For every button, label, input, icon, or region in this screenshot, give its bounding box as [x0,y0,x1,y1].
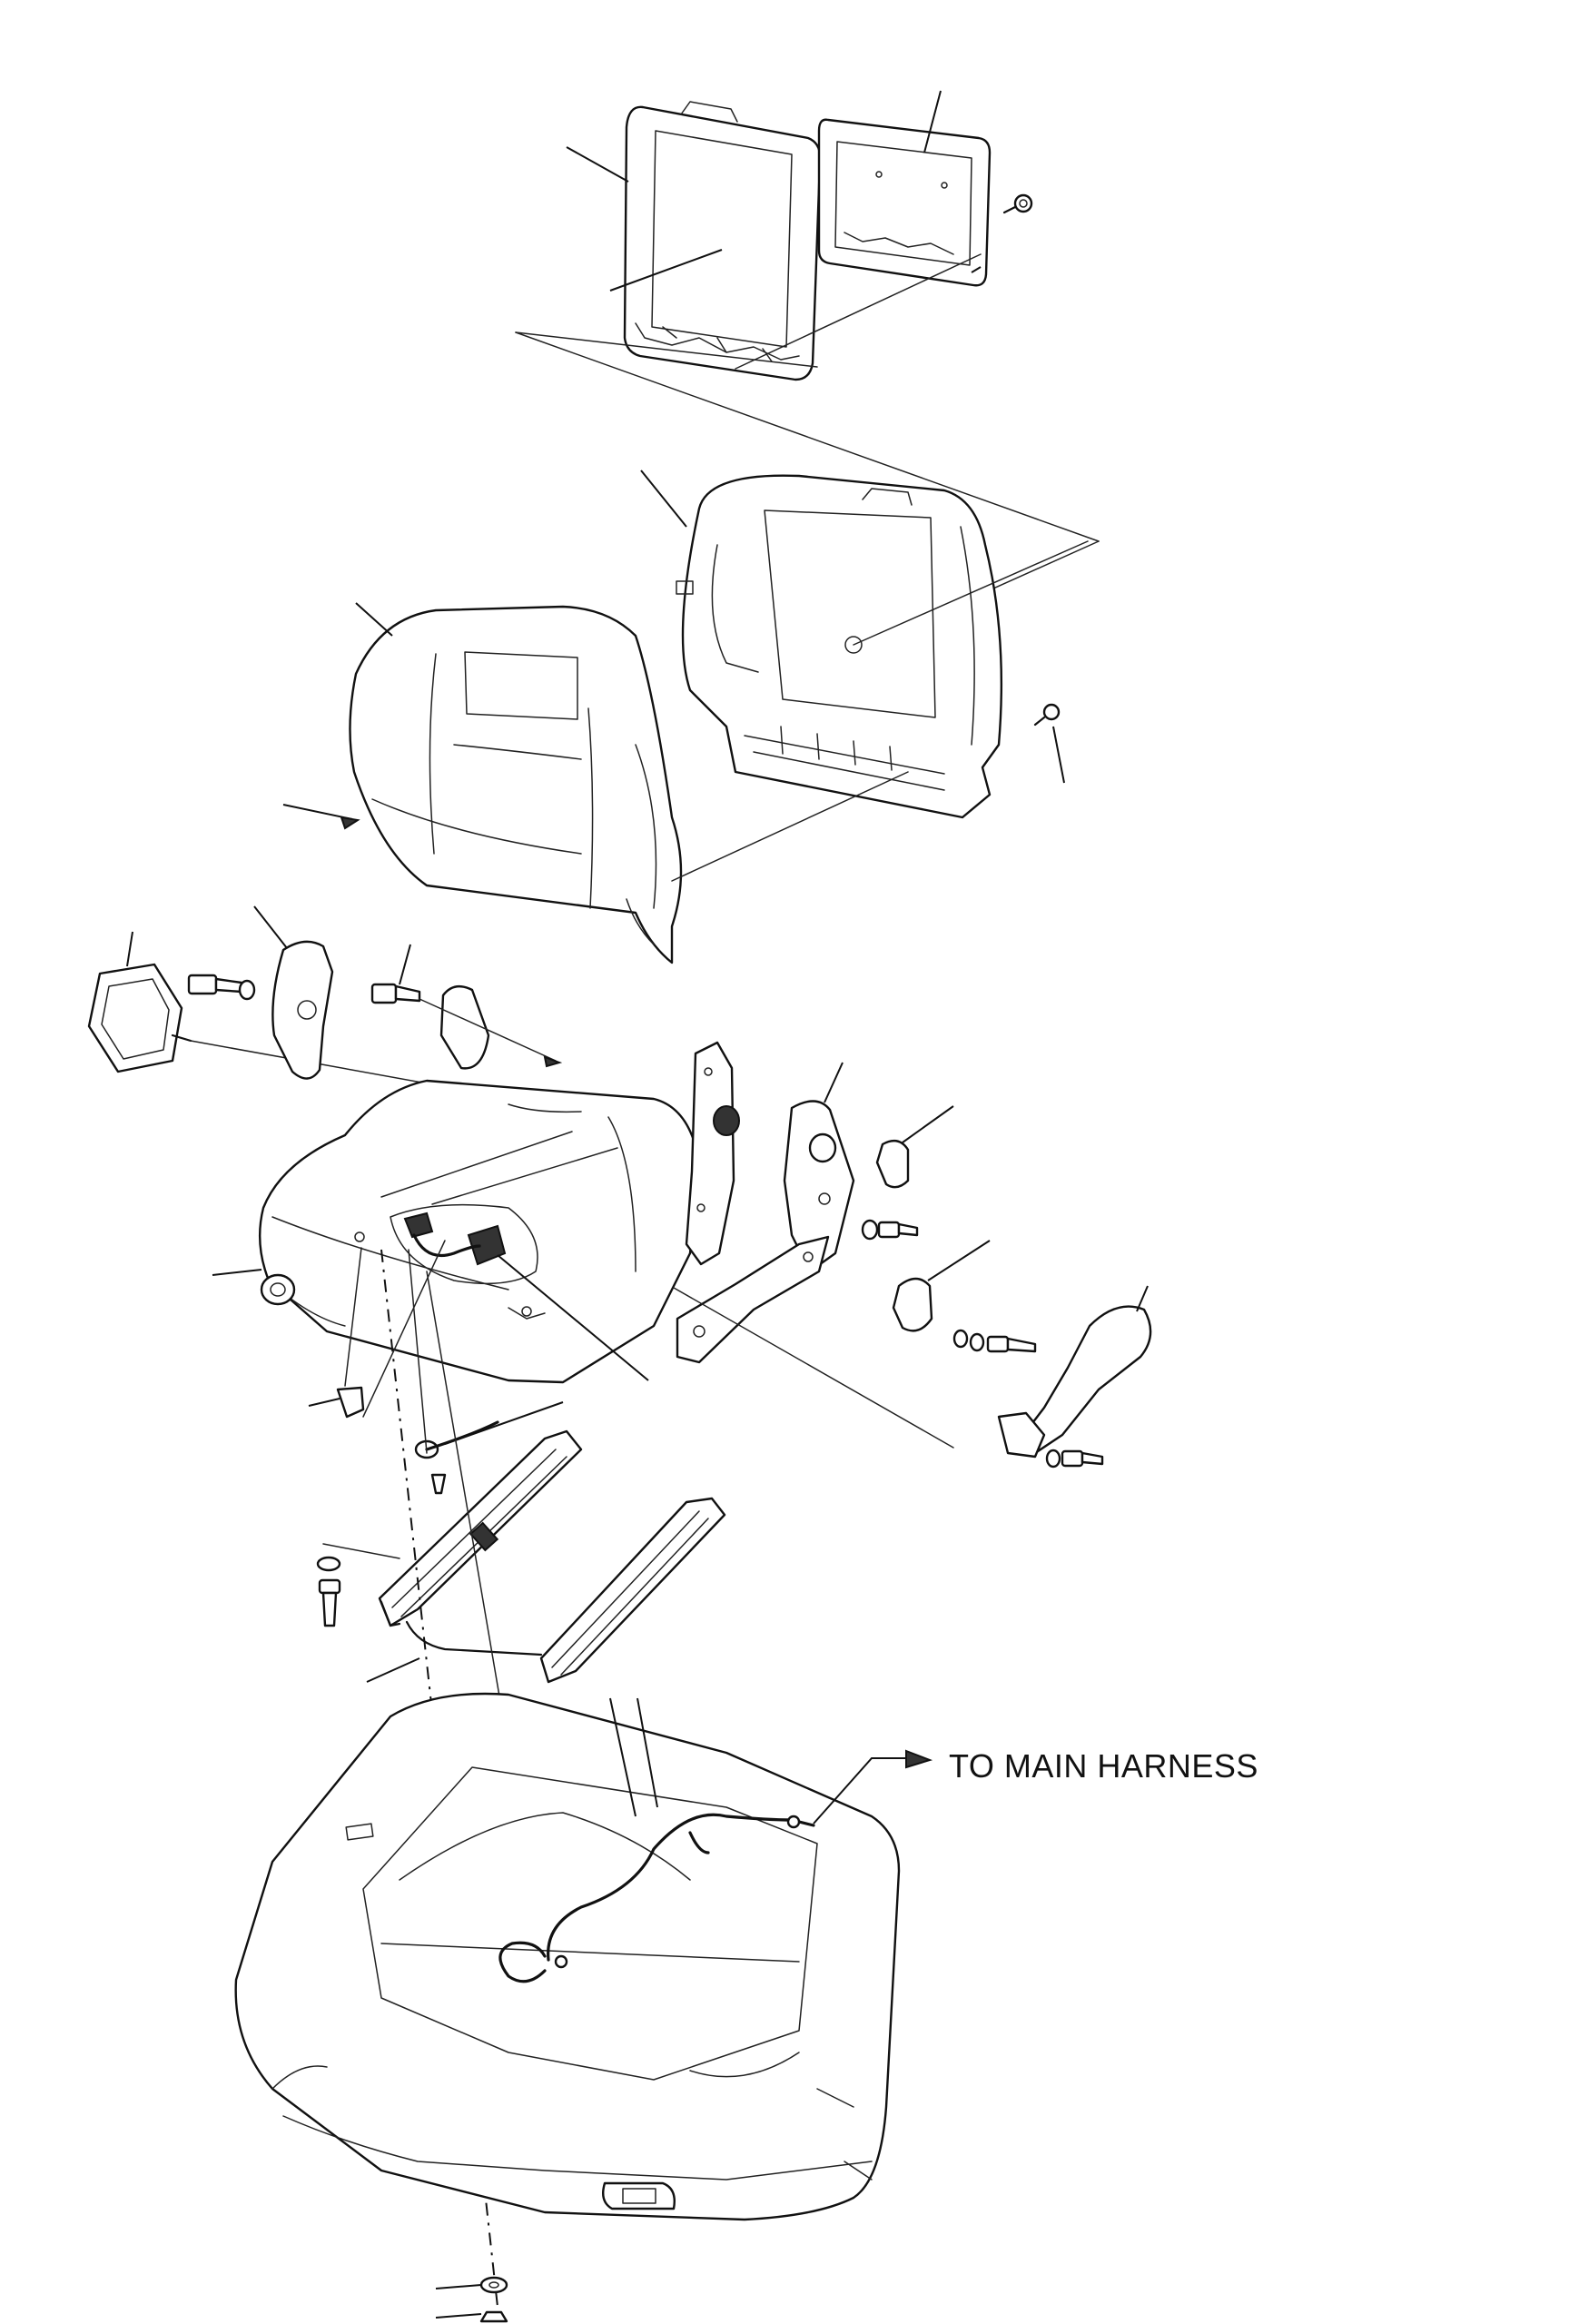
seat-back-frame [625,102,820,380]
leaders-cushion [283,603,908,881]
track-connector [416,1402,563,1458]
cover-plate-bolt [954,1330,1035,1351]
seat-track-left [380,1431,581,1626]
main-harness [500,1698,930,1982]
lower-link [674,1237,953,1448]
pivot-disc [419,986,559,1068]
recliner-handle [877,1106,953,1187]
right-cover-plate [893,1241,990,1330]
leader-switch [127,932,133,966]
seat-back-panel [819,120,990,286]
recliner-bolt-right [863,1221,917,1239]
base-washer [436,2278,507,2292]
seat-track-right [541,1498,725,1682]
seat-back-cushion [350,607,681,963]
seat-harness-connector [405,1213,648,1380]
track-bolts [318,1544,400,1626]
main-harness-label: TO MAIN HARNESS [949,1747,1258,1785]
seat-base-pan [236,1694,899,2220]
harness-clip [309,1388,363,1417]
left-recliner-cover [254,906,332,1079]
shell-screw [1035,705,1059,725]
recliner-bolt-center [372,944,419,1003]
seat-back-shell [676,476,1002,817]
right-recliner-bracket [686,1043,739,1264]
recliner-bolt-left [189,975,254,999]
recliner-plate [784,1063,854,1271]
panel-screw [1004,195,1031,213]
track-screw [432,1475,445,1493]
leaders-top [567,91,981,291]
leaders-shell [641,470,1088,783]
left-knob [212,1270,294,1304]
lever-bolt [1047,1450,1102,1467]
base-nut [436,2312,507,2321]
release-lever [999,1286,1150,1457]
